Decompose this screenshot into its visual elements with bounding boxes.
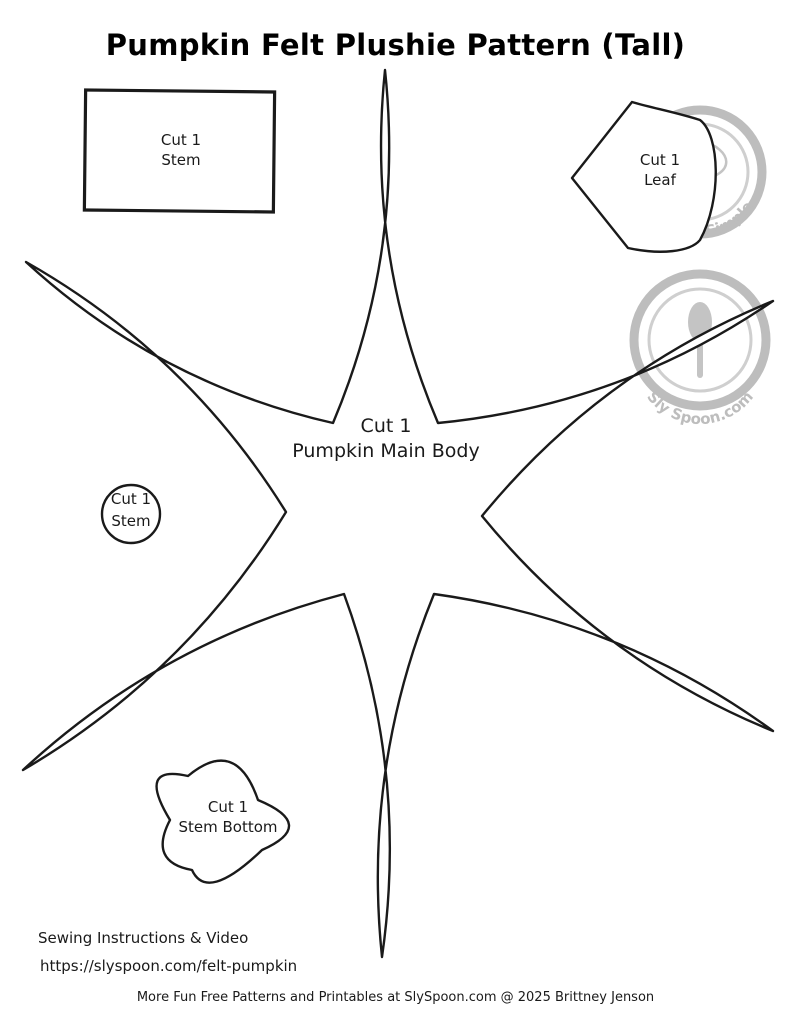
stem-rectangle-label: Cut 1 Stem xyxy=(160,131,202,169)
stem-circle-piece xyxy=(100,483,162,545)
main-body-label: Cut 1 Pumpkin Main Body xyxy=(292,415,480,462)
instructions-heading: Sewing Instructions & Video xyxy=(38,929,249,947)
sly-spoon-watermark: Sly Spoon.com xyxy=(629,269,771,428)
stem-bottom-label: Cut 1 Stem Bottom xyxy=(178,798,278,836)
stem-bottom-piece xyxy=(155,759,291,884)
instructions-link[interactable]: https://slyspoon.com/felt-pumpkin xyxy=(40,957,298,975)
page-title: Pumpkin Felt Plushie Pattern (Tall) xyxy=(105,28,686,62)
stem-rectangle-piece xyxy=(82,88,277,214)
page-footer: More Fun Free Patterns and Printables at… xyxy=(136,990,655,1005)
stem-circle-label: Cut 1 Stem xyxy=(110,490,152,530)
pumpkin-main-body-piece xyxy=(21,68,775,959)
leaf-label: Cut 1 Leaf xyxy=(639,151,681,189)
leaf-piece xyxy=(570,100,717,253)
